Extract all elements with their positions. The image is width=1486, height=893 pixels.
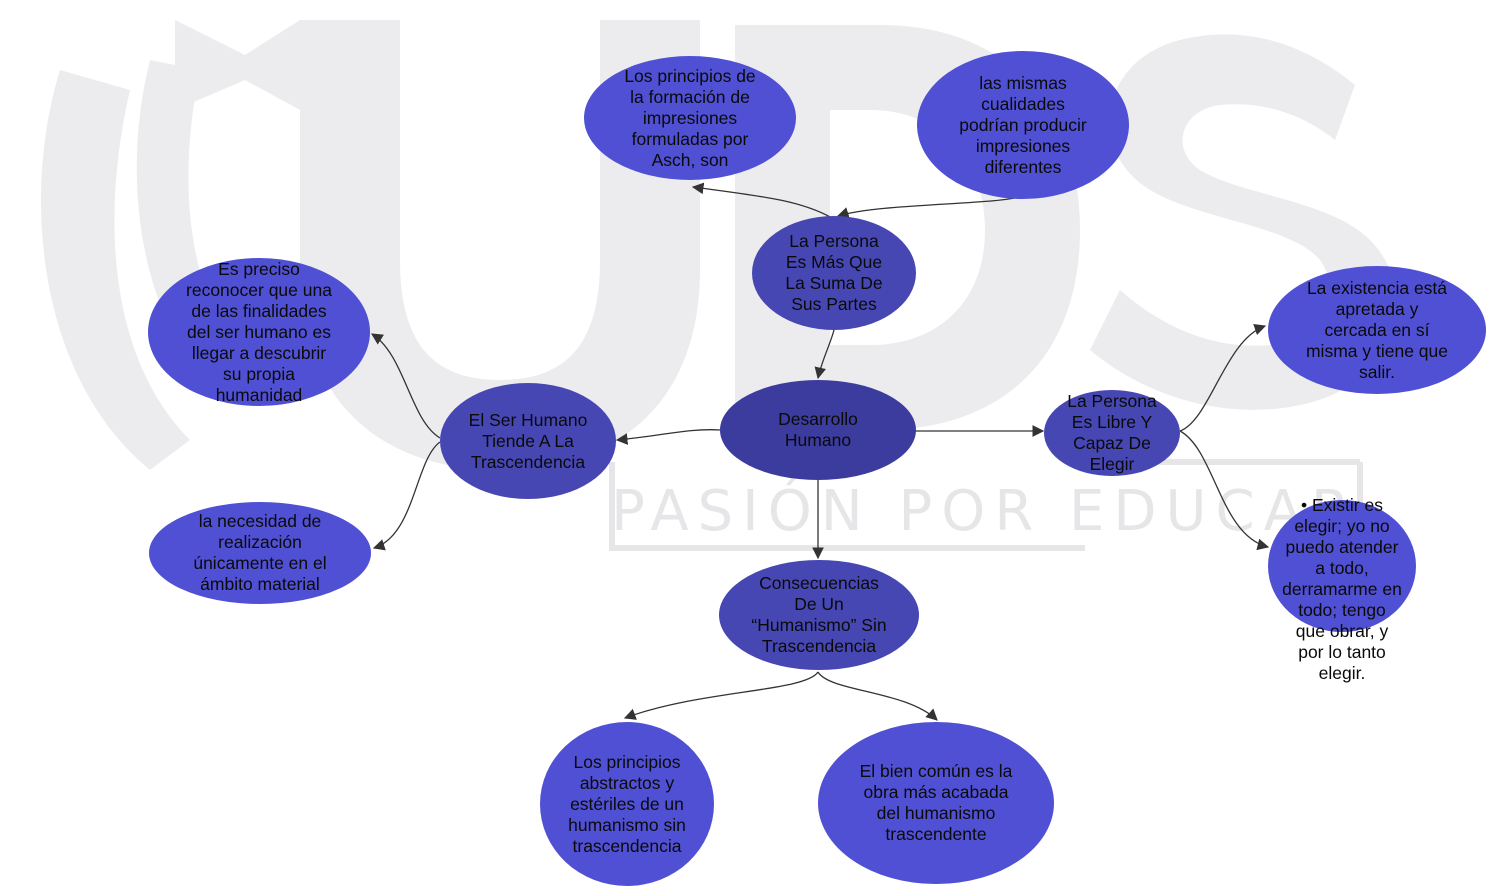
node-desarrollo-humano: Desarrollo Humano	[720, 380, 916, 480]
node-desarrollo-humano-label: Desarrollo Humano	[778, 409, 858, 450]
edge-suma-to-center	[814, 329, 835, 380]
node-libre-label: La Persona Es Libre Y Capaz De Elegir	[1067, 391, 1157, 474]
edge-center-to-trascendencia	[615, 429, 721, 445]
node-existir-label: • Existir es elegir; yo no puedo atender…	[1282, 495, 1402, 683]
node-existencia: La existencia está apretada y cercada en…	[1268, 266, 1486, 394]
node-necesidad-label: la necesidad de realización únicamente e…	[193, 511, 327, 594]
edge-suma-to-asch	[691, 182, 833, 219]
node-preciso: Es preciso reconocer que una de las fina…	[148, 258, 370, 406]
node-existir: • Existir es elegir; yo no puedo atender…	[1268, 495, 1416, 683]
node-asch: Los principios de la formación de impres…	[584, 56, 796, 180]
node-suma-partes: La Persona Es Más Que La Suma De Sus Par…	[752, 216, 916, 330]
node-cualidades: las mismas cualidades podrían producir i…	[917, 51, 1129, 199]
node-suma-partes-label: La Persona Es Más Que La Suma De Sus Par…	[785, 231, 883, 314]
node-consecuencias-label: Consecuencias De Un “Humanismo” Sin Tras…	[751, 573, 887, 656]
edge-cualidades-to-suma	[836, 195, 1023, 219]
edge-trascendencia-to-preciso	[371, 333, 441, 439]
node-preciso-label: Es preciso reconocer que una de las fina…	[186, 258, 332, 405]
edge-libre-to-existencia	[1179, 323, 1267, 432]
node-bien-comun: El bien común es la obra más acabada del…	[818, 722, 1054, 884]
edge-libre-to-existir	[1179, 430, 1270, 551]
node-principios-abstractos: Los principios abstractos y estériles de…	[540, 722, 714, 886]
node-asch-label: Los principios de la formación de impres…	[624, 65, 756, 170]
node-bien-comun-label: El bien común es la obra más acabada del…	[859, 761, 1013, 844]
node-consecuencias: Consecuencias De Un “Humanismo” Sin Tras…	[719, 560, 919, 670]
node-principios-abstractos-label: Los principios abstractos y estériles de…	[568, 751, 686, 856]
watermark-tagline: PASIÓN POR EDUCAR	[611, 479, 1359, 544]
node-trascendencia-label: El Ser Humano Tiende A La Trascendencia	[468, 409, 588, 472]
node-existencia-label: La existencia está apretada y cercada en…	[1305, 277, 1448, 382]
edge-trascendencia-to-necesidad	[372, 441, 441, 551]
node-libre: La Persona Es Libre Y Capaz De Elegir	[1044, 390, 1180, 476]
edge-consecuencias-to-bien	[817, 671, 938, 721]
node-necesidad: la necesidad de realización únicamente e…	[149, 502, 371, 604]
node-cualidades-label: las mismas cualidades podrían producir i…	[959, 72, 1087, 177]
edge-consecuencias-to-principios	[623, 671, 819, 720]
node-trascendencia: El Ser Humano Tiende A La Trascendencia	[440, 383, 616, 499]
